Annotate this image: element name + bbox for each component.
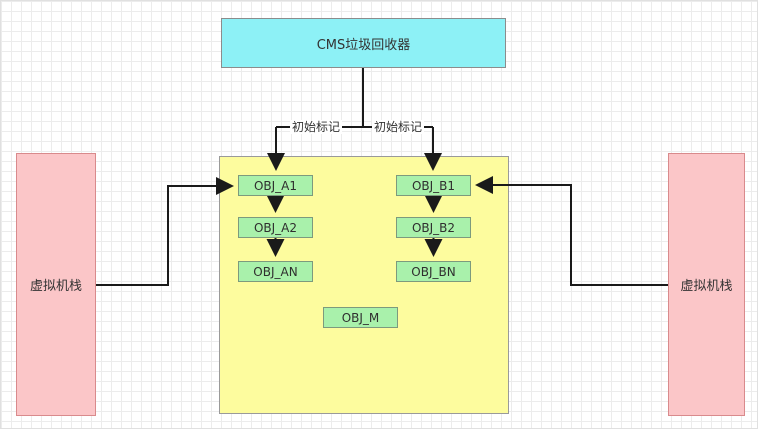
initial-mark-label-left: 初始标记 <box>290 120 343 134</box>
node-obj-m: OBJ_M <box>323 307 398 328</box>
node-obj-an: OBJ_AN <box>238 261 313 282</box>
vm-stack-left: 虚拟机栈 <box>16 153 96 416</box>
node-obj-b2: OBJ_B2 <box>396 217 471 238</box>
cms-collector-label: CMS垃圾回收器 <box>316 37 411 53</box>
node-obj-b1: OBJ_B1 <box>396 175 471 196</box>
node-obj-a1: OBJ_A1 <box>238 175 313 196</box>
node-obj-bn: OBJ_BN <box>396 261 471 282</box>
cms-collector-box: CMS垃圾回收器 <box>221 18 506 68</box>
initial-mark-label-right: 初始标记 <box>372 120 425 134</box>
node-obj-a2: OBJ_A2 <box>238 217 313 238</box>
connector-stack-left-to-obj-a1 <box>96 177 234 286</box>
vm-stack-right: 虚拟机栈 <box>668 153 745 416</box>
